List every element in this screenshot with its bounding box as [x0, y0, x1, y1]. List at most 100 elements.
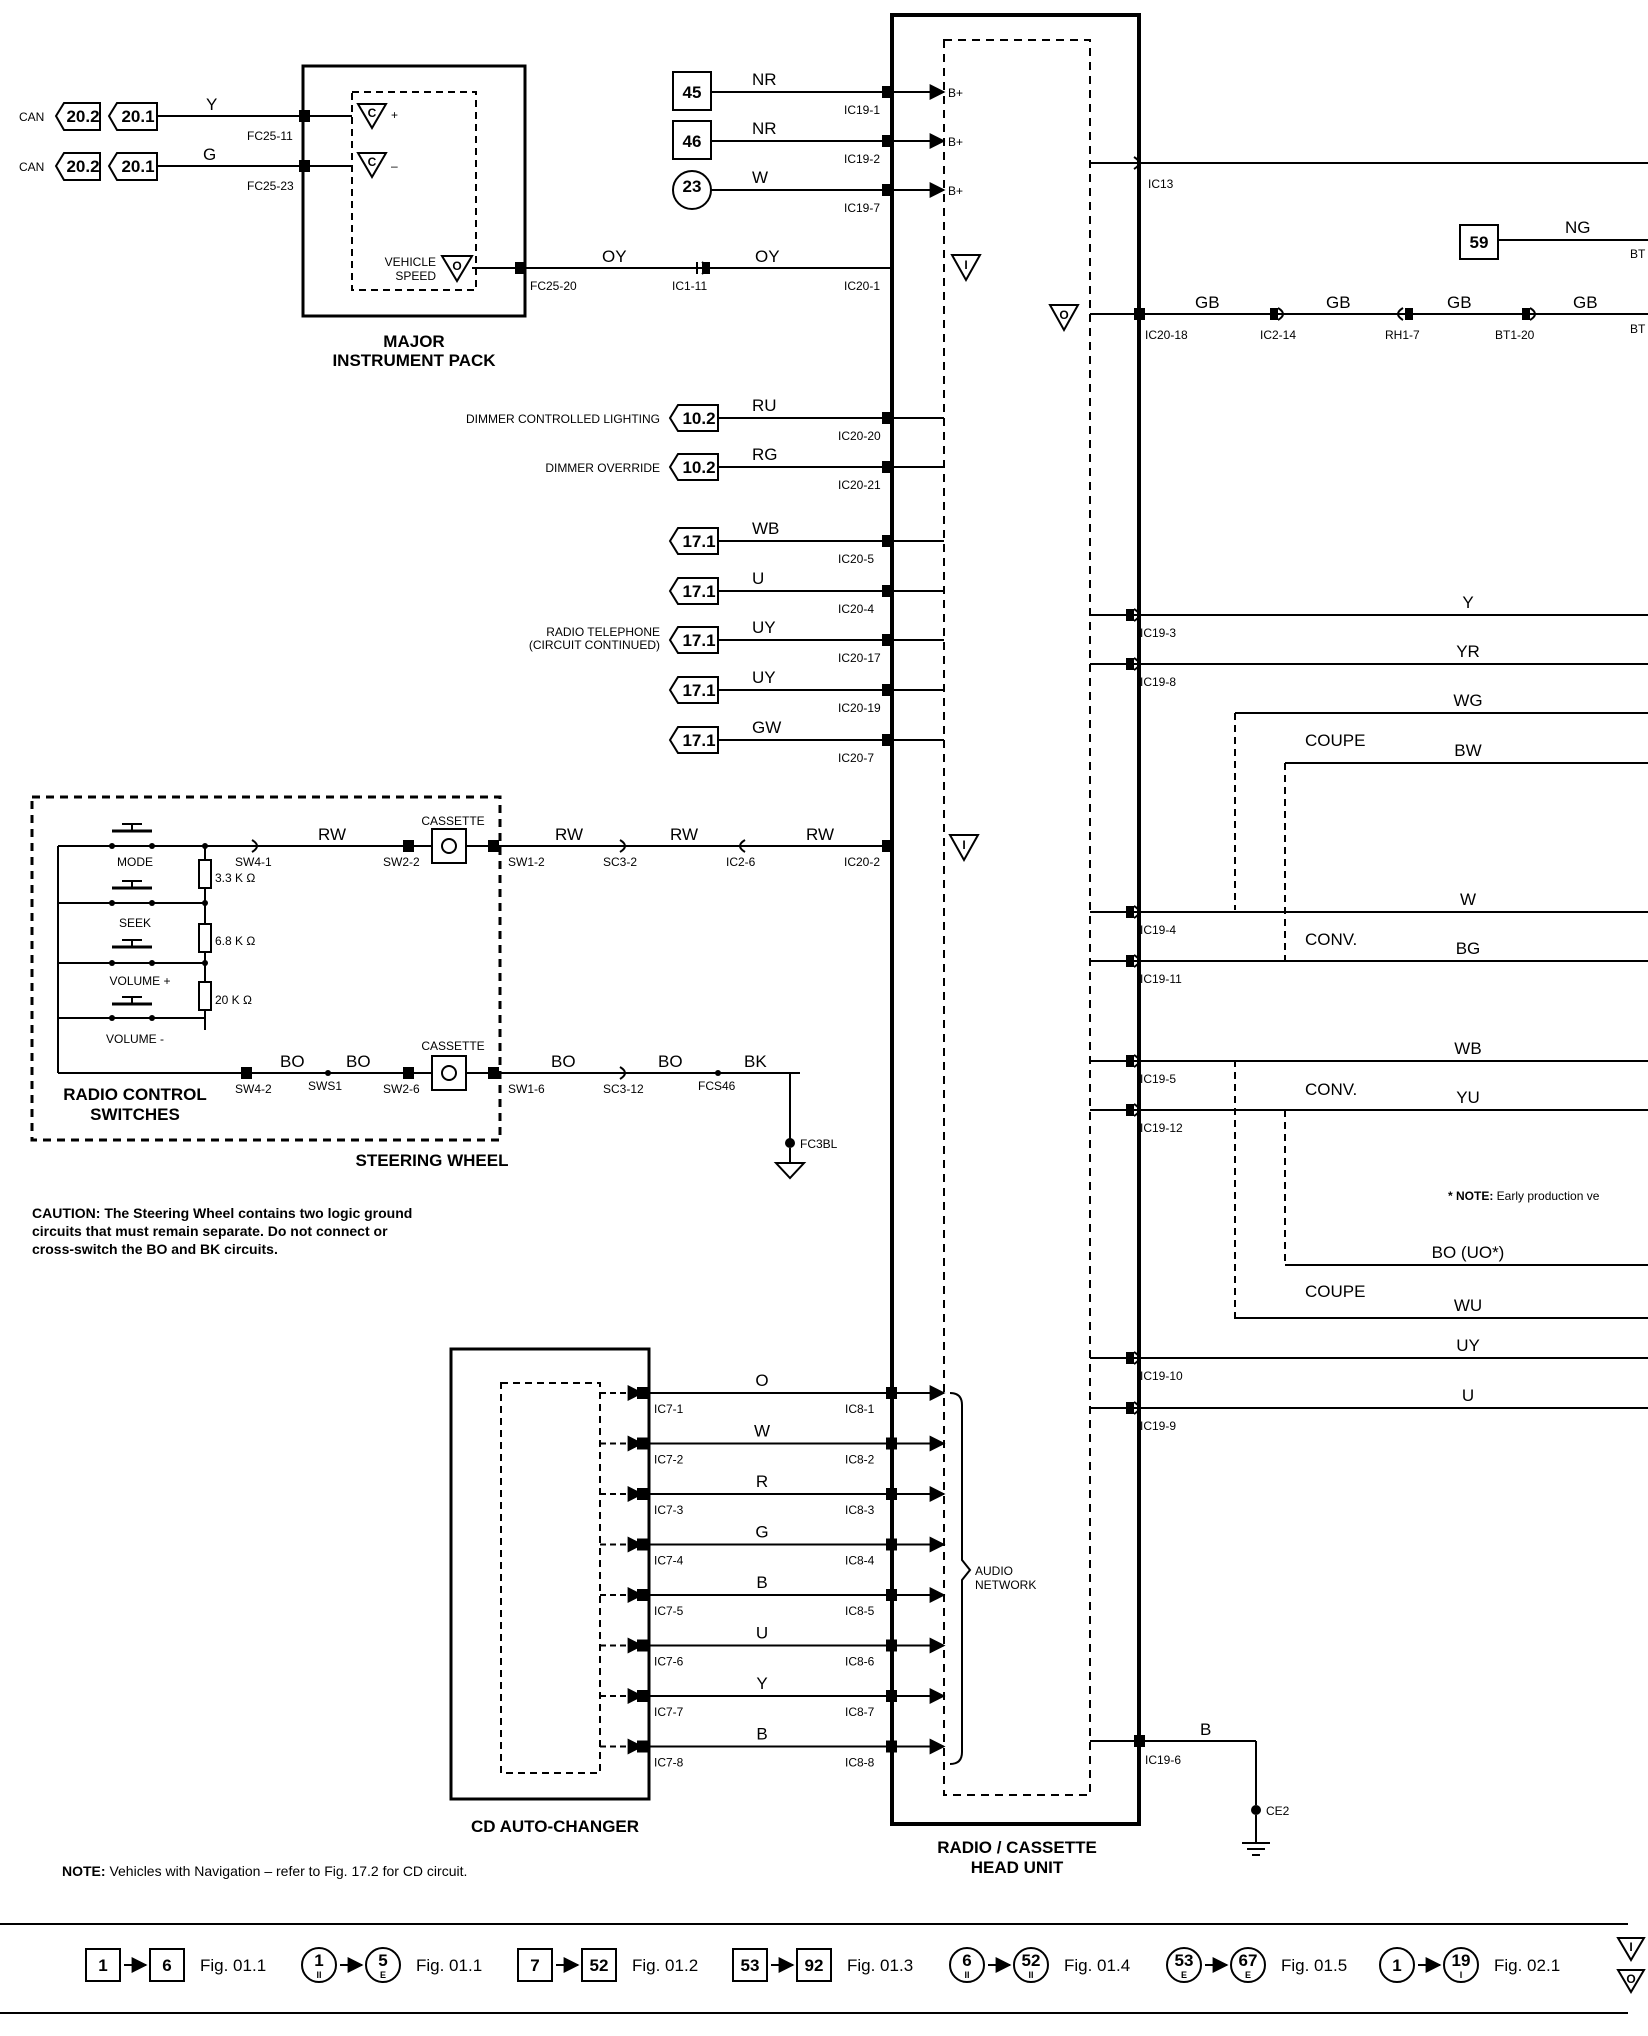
pin-fc25-23: FC25-23: [247, 179, 294, 193]
output-wire-0: IC19-3Y: [1090, 593, 1648, 640]
early-production-note: * NOTE: Early production ve: [1448, 1189, 1600, 1203]
output-triangle-icon: [1616, 1969, 1646, 1994]
cd-right-pin-2: IC8-3: [845, 1503, 875, 1517]
left-ref-pin-6: IC20-7: [838, 751, 874, 765]
footer-b-2: 52: [590, 1956, 609, 1975]
cassette-label-bottom: CASSETTE: [421, 1039, 484, 1053]
footer-sa-1: II: [316, 1970, 321, 1980]
cd-wire-color-6: Y: [756, 1674, 767, 1693]
output-wire-color-7: YU: [1456, 1088, 1480, 1107]
left-ref-label-4: RADIO TELEPHONE: [546, 625, 660, 639]
output-wire-color-4: W: [1460, 890, 1476, 909]
vehicle-speed-output-icon: [440, 255, 474, 283]
footer-fig-0: Fig. 01.1: [200, 1956, 266, 1975]
wire-rw-1: RW: [318, 825, 346, 844]
resistor-20k-label: 20 K Ω: [215, 993, 252, 1007]
pin-ic13: IC13: [1148, 177, 1174, 191]
left-ref-wire-5: UY: [752, 668, 776, 687]
audio-network-1: AUDIO: [975, 1564, 1013, 1578]
bt-label-2: BT: [1630, 322, 1646, 336]
pin-ic19-6: IC19-6: [1145, 1753, 1181, 1767]
wire-bo-4: BO: [658, 1052, 683, 1071]
output-wire-color-6: WB: [1454, 1039, 1481, 1058]
cd-right-pin-1: IC8-2: [845, 1453, 875, 1467]
ref-20-1-y: 20.1: [121, 107, 154, 126]
vehicle-speed-line: FC25-20 OY IC1-11 OY IC20-1 I: [515, 247, 982, 293]
footer-a-5: 53: [1175, 1951, 1194, 1970]
audio-network-2: NETWORK: [975, 1578, 1036, 1592]
vehicle-speed-label-1: VEHICLE: [385, 255, 436, 269]
pin-ic20-2: IC20-2: [844, 855, 880, 869]
pin-ic2-14: IC2-14: [1260, 328, 1296, 342]
left-ref-box-6: 17.1: [682, 731, 715, 750]
left-ref-box-2: 17.1: [682, 532, 715, 551]
footer-b-5: 67: [1239, 1951, 1258, 1970]
wire-bo-3: BO: [551, 1052, 576, 1071]
left-ref-label2-4: (CIRCUIT CONTINUED): [529, 638, 660, 652]
footer-b-3: 92: [805, 1956, 824, 1975]
pin-rh1-7: RH1-7: [1385, 328, 1420, 342]
cassette-connector-top: [431, 828, 467, 864]
can-input-g: CAN 20.2 20.1 G FC25-23: [19, 145, 352, 193]
footer-fig-4: Fig. 01.4: [1064, 1956, 1130, 1975]
power-ref-0: 45: [683, 83, 702, 102]
left-ref-pin-1: IC20-21: [838, 478, 881, 492]
left-ref-label-0: DIMMER CONTROLLED LIGHTING: [466, 412, 660, 426]
cd-left-pin-3: IC7-4: [654, 1554, 684, 1568]
output-pin-7: IC19-12: [1140, 1121, 1183, 1135]
output-wire-color-3: BW: [1454, 741, 1481, 760]
footer-sb-1: E: [380, 1970, 386, 1980]
left-ref-pin-3: IC20-4: [838, 602, 874, 616]
left-ref-box-0: 10.2: [682, 409, 715, 428]
left-ref-wire-1: RG: [752, 445, 778, 464]
left-ref-box-5: 17.1: [682, 681, 715, 700]
output-symbol-gb: O: [1059, 308, 1068, 322]
wire-gb-1: GB: [1195, 293, 1220, 312]
left-ref-pin-5: IC20-19: [838, 701, 881, 715]
pin-sw2-6: SW2-6: [383, 1082, 420, 1096]
footer-b-1: 5: [378, 1951, 387, 1970]
left-ref-wire-2: WB: [752, 519, 779, 538]
switch-mode: MODE: [109, 823, 155, 869]
left-ref-box-3: 17.1: [682, 582, 715, 601]
coupe-label-1: COUPE: [1305, 731, 1365, 750]
vehicle-speed-symbol: O: [452, 259, 461, 273]
input-symbol-rw: I: [962, 838, 965, 852]
output-wire-color-11: U: [1462, 1386, 1474, 1405]
footer-fig-2: Fig. 01.2: [632, 1956, 698, 1975]
wire-rw-3: RW: [670, 825, 698, 844]
output-pin-4: IC19-4: [1140, 923, 1176, 937]
can-plus-symbol: C: [368, 106, 377, 120]
output-wire-6: IC19-5WB: [1090, 1039, 1648, 1086]
footer-fig-6: Fig. 02.1: [1494, 1956, 1560, 1975]
output-wire-color-10: UY: [1456, 1336, 1480, 1355]
output-pin-11: IC19-9: [1140, 1419, 1176, 1433]
ref-20-2-g: 20.2: [66, 157, 99, 176]
wire-bo-2: BO: [346, 1052, 371, 1071]
cd-right-pin-0: IC8-1: [845, 1402, 875, 1416]
footer-fig-1: Fig. 01.1: [416, 1956, 482, 1975]
footer-sb-6: I: [1460, 1970, 1463, 1980]
wire-g: G: [203, 145, 216, 164]
cd-title: CD AUTO-CHANGER: [471, 1817, 639, 1836]
output-wire-9: WU: [1235, 1296, 1648, 1319]
wire-oy-1: OY: [602, 247, 627, 266]
pin-fc25-11: FC25-11: [247, 129, 293, 143]
cd-left-pin-0: IC7-1: [654, 1402, 684, 1416]
left-ref-wire-0: RU: [752, 396, 777, 415]
output-wire-color-1: YR: [1456, 642, 1480, 661]
instrument-pack-title-1: MAJOR: [383, 332, 444, 351]
cd-wire-color-1: W: [754, 1422, 770, 1441]
output-wire-7: IC19-12 YU: [1090, 1088, 1648, 1135]
can-plus-sign: +: [391, 108, 398, 122]
cd-right-pin-5: IC8-6: [845, 1655, 875, 1669]
output-wire-11: IC19-9 U: [1090, 1386, 1648, 1433]
